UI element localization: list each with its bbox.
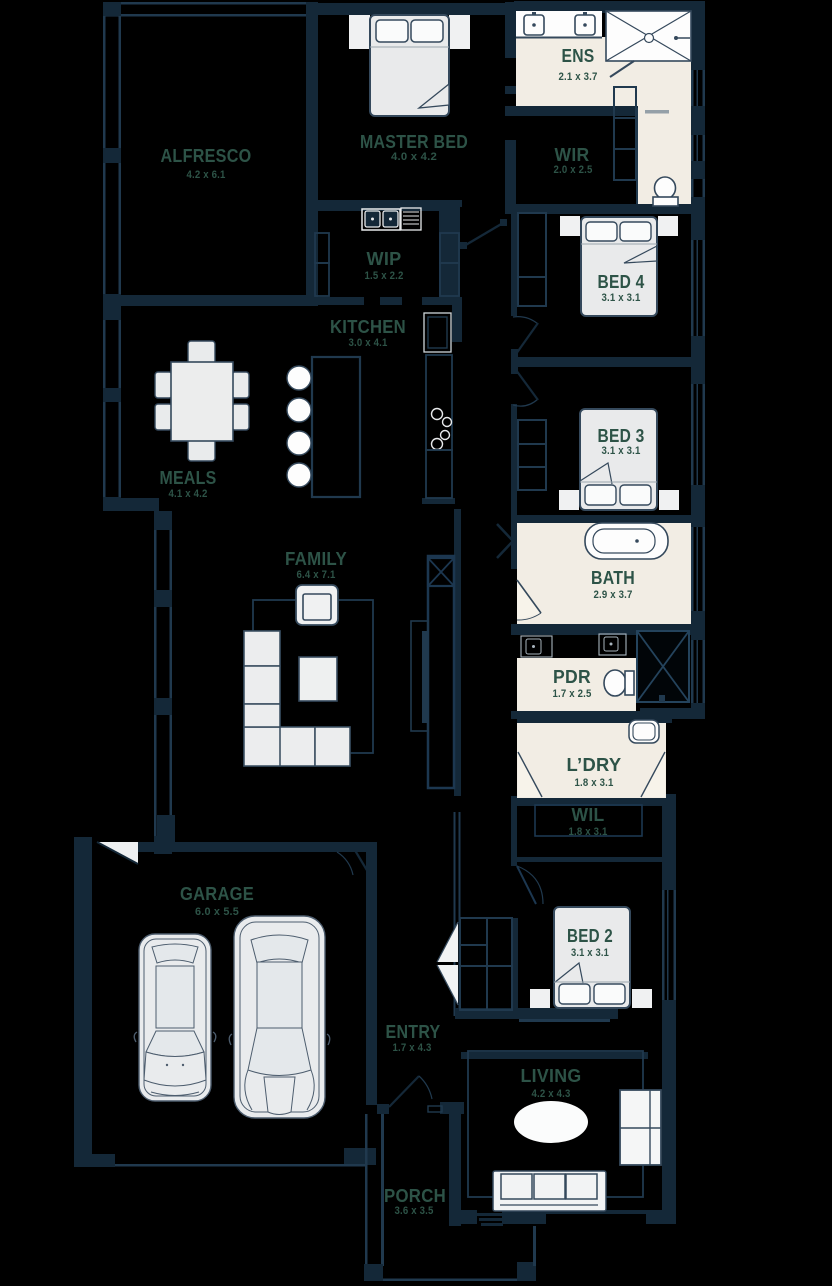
svg-text:BED 4: BED 4 — [598, 272, 645, 292]
svg-text:MASTER BED: MASTER BED — [360, 132, 468, 152]
svg-text:2.9 x 3.7: 2.9 x 3.7 — [594, 589, 633, 601]
svg-text:BATH: BATH — [591, 568, 635, 588]
svg-text:BED 3: BED 3 — [598, 426, 645, 446]
svg-text:ENTRY: ENTRY — [386, 1022, 441, 1042]
svg-text:3.6 x 3.5: 3.6 x 3.5 — [395, 1205, 434, 1217]
svg-text:3.1 x 3.1: 3.1 x 3.1 — [571, 947, 609, 959]
svg-text:WIR: WIR — [555, 145, 590, 165]
svg-text:BED 2: BED 2 — [567, 926, 613, 946]
svg-text:FAMILY: FAMILY — [285, 549, 347, 569]
svg-text:1.7 x 4.3: 1.7 x 4.3 — [393, 1042, 432, 1054]
svg-text:6.4 x 7.1: 6.4 x 7.1 — [297, 569, 336, 581]
svg-text:ALFRESCO: ALFRESCO — [161, 146, 252, 166]
svg-text:KITCHEN: KITCHEN — [330, 317, 406, 337]
svg-text:3.1 x 3.1: 3.1 x 3.1 — [602, 292, 641, 304]
svg-text:2.0 x 2.5: 2.0 x 2.5 — [554, 164, 593, 176]
svg-text:1.7 x 2.5: 1.7 x 2.5 — [553, 688, 592, 700]
svg-text:WIL: WIL — [572, 805, 605, 825]
svg-text:1.8 x 3.1: 1.8 x 3.1 — [575, 777, 614, 789]
svg-text:4.1 x 4.2: 4.1 x 4.2 — [169, 488, 208, 500]
svg-text:3.1 x 3.1: 3.1 x 3.1 — [602, 445, 641, 457]
svg-text:PORCH: PORCH — [384, 1186, 446, 1206]
svg-text:6.0 x 5.5: 6.0 x 5.5 — [195, 906, 239, 918]
svg-text:4.2 x 6.1: 4.2 x 6.1 — [187, 169, 226, 181]
svg-text:LIVING: LIVING — [521, 1066, 582, 1086]
svg-text:4.2 x 4.3: 4.2 x 4.3 — [532, 1088, 571, 1100]
svg-text:PDR: PDR — [553, 667, 591, 687]
svg-text:WIP: WIP — [367, 249, 402, 269]
svg-text:GARAGE: GARAGE — [180, 884, 254, 904]
svg-text:MEALS: MEALS — [160, 468, 217, 488]
svg-text:1.8 x 3.1: 1.8 x 3.1 — [569, 826, 608, 838]
svg-text:2.1 x 3.7: 2.1 x 3.7 — [559, 71, 598, 83]
svg-text:3.0 x 4.1: 3.0 x 4.1 — [349, 337, 388, 349]
svg-text:4.0 x 4.2: 4.0 x 4.2 — [391, 151, 437, 163]
svg-text:ENS: ENS — [562, 46, 595, 66]
svg-text:1.5 x 2.2: 1.5 x 2.2 — [365, 270, 404, 282]
svg-text:L’DRY: L’DRY — [567, 755, 622, 775]
